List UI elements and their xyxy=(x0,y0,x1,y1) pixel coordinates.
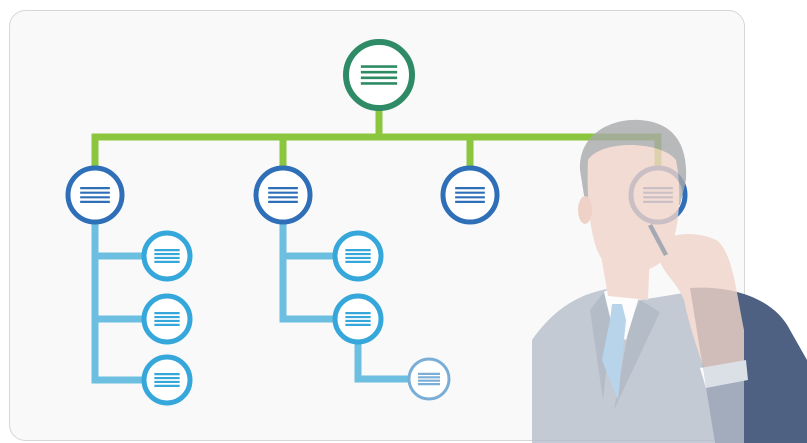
lines-icon xyxy=(345,249,371,263)
org-node-a1 xyxy=(141,230,193,282)
lines-icon xyxy=(360,65,398,85)
hand xyxy=(660,234,744,380)
lapel-right xyxy=(614,300,660,410)
lapel-left xyxy=(590,292,612,400)
branch-connector xyxy=(354,340,409,383)
necktie xyxy=(602,304,626,400)
lines-icon xyxy=(345,312,371,326)
lines-icon xyxy=(268,187,298,203)
org-node-c xyxy=(440,165,500,225)
branch-connector xyxy=(91,220,144,384)
org-node-a xyxy=(65,165,125,225)
pen xyxy=(648,224,668,256)
lines-icon xyxy=(154,312,180,326)
org-node-b2 xyxy=(332,293,384,345)
branch-connector xyxy=(279,220,335,323)
lines-icon xyxy=(154,249,180,263)
lines-icon xyxy=(154,373,180,387)
lines-icon xyxy=(80,187,110,203)
node-layer xyxy=(65,39,688,406)
ear xyxy=(578,196,592,224)
org-node-a2 xyxy=(141,293,193,345)
shirt-cuff xyxy=(700,360,748,388)
connector-lines xyxy=(91,108,662,384)
lines-icon xyxy=(455,187,485,203)
org-node-b xyxy=(253,165,313,225)
org-node-b1 xyxy=(332,230,384,282)
businessman-figure xyxy=(532,119,807,443)
lines-icon xyxy=(418,372,440,386)
org-node-a3 xyxy=(141,354,193,406)
org-node-b21 xyxy=(407,357,451,401)
org-node-root xyxy=(343,39,415,111)
